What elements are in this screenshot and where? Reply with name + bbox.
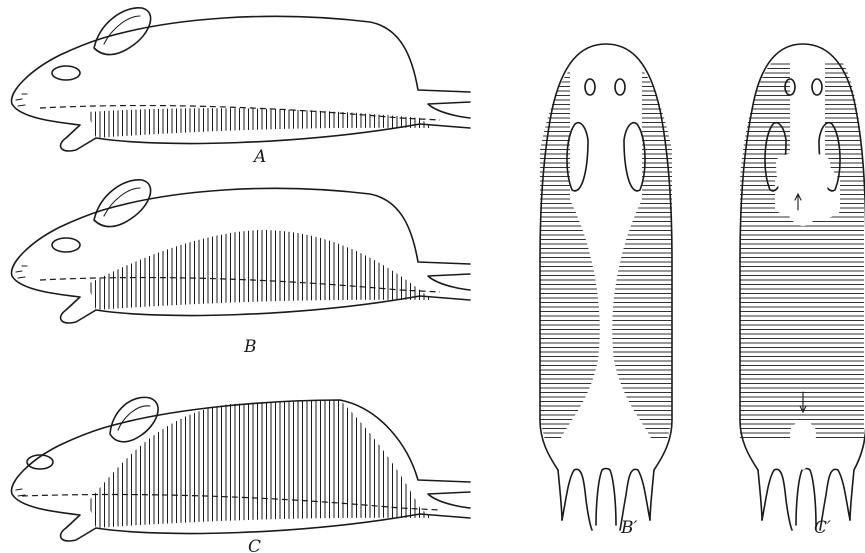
mouse-a-ear [94, 8, 151, 55]
mouse-b-side-view: B [12, 180, 470, 357]
mouse-b-prime-left-ear [567, 123, 588, 191]
label-c-prime: C′ [814, 518, 831, 538]
label-c: C [248, 537, 261, 553]
label-a: A [252, 147, 266, 167]
mouse-c-prime-dorsal-view: C′ [740, 44, 865, 538]
mouse-b-ear [94, 180, 151, 227]
label-b-prime: B′ [620, 518, 637, 538]
mouse-a-eye [52, 66, 80, 80]
mouse-c-prime-hatching [740, 60, 864, 440]
mouse-a-body-outline [12, 16, 470, 151]
mouse-b-prime-dorsal-view: B′ [540, 44, 672, 538]
mouse-b-prime-right-ear [624, 123, 645, 191]
mouse-c-side-view: C [12, 397, 470, 553]
label-b: B [243, 337, 257, 357]
mouse-c-prime-lower-clear-region [790, 421, 816, 470]
mouse-b-prime-right-eye [615, 79, 625, 95]
mouse-c-prime-right-eye [812, 79, 822, 95]
mouse-b-hatched-region [88, 230, 432, 310]
mouse-b-prime-left-eye [585, 79, 595, 95]
mouse-b-eye [52, 238, 80, 252]
mouse-a-side-view: A [12, 8, 470, 167]
mouse-a-hatched-band [88, 108, 432, 138]
